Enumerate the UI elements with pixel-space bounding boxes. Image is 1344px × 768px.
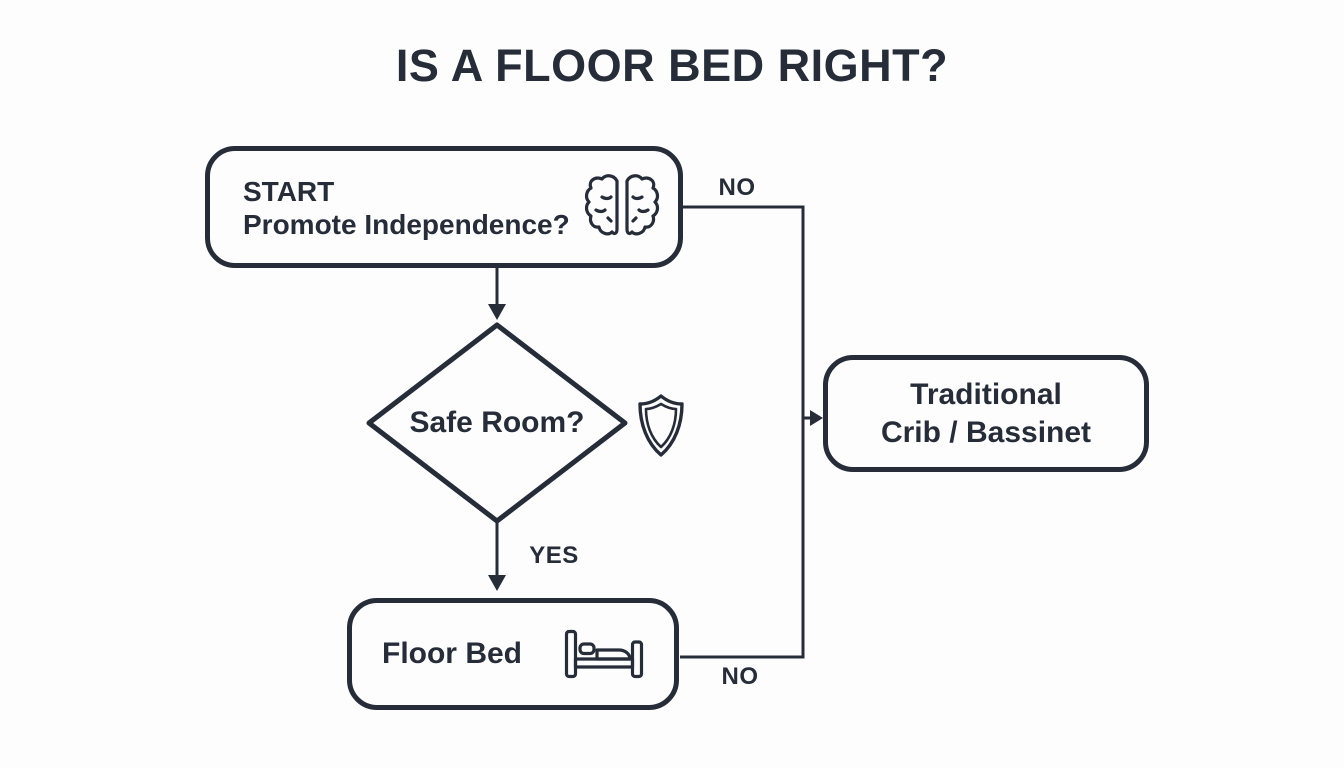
node-start: START Promote Independence?: [205, 146, 683, 268]
edge-no-path: [680, 205, 805, 659]
arrowhead-into-crib: [810, 410, 823, 426]
shield-icon: [638, 394, 684, 457]
edge-label-yes: YES: [529, 542, 579, 569]
decision-question: Safe Room?: [409, 406, 585, 439]
page-title: IS A FLOOR BED RIGHT?: [395, 40, 949, 91]
edge-label-no-bottom: NO: [721, 663, 759, 690]
crib-label-line2: Crib / Bassinet: [880, 415, 1092, 449]
start-textblock: START Promote Independence?: [243, 175, 584, 240]
arrowhead-start-decision: [488, 304, 506, 320]
brain-icon: [584, 174, 660, 236]
crib-label-line1: Traditional: [910, 377, 1062, 411]
floor-bed-label: Floor Bed: [382, 637, 522, 670]
decision-diamond: [366, 322, 628, 524]
bed-icon: [564, 629, 644, 679]
node-crib: Traditional Crib / Bassinet: [823, 355, 1149, 472]
start-question: Promote Independence?: [243, 208, 570, 240]
node-floor-bed: Floor Bed: [347, 598, 679, 710]
arrowhead-decision-floorbed: [488, 575, 506, 591]
start-heading: START: [243, 175, 335, 207]
edge-label-no-top: NO: [718, 174, 756, 201]
